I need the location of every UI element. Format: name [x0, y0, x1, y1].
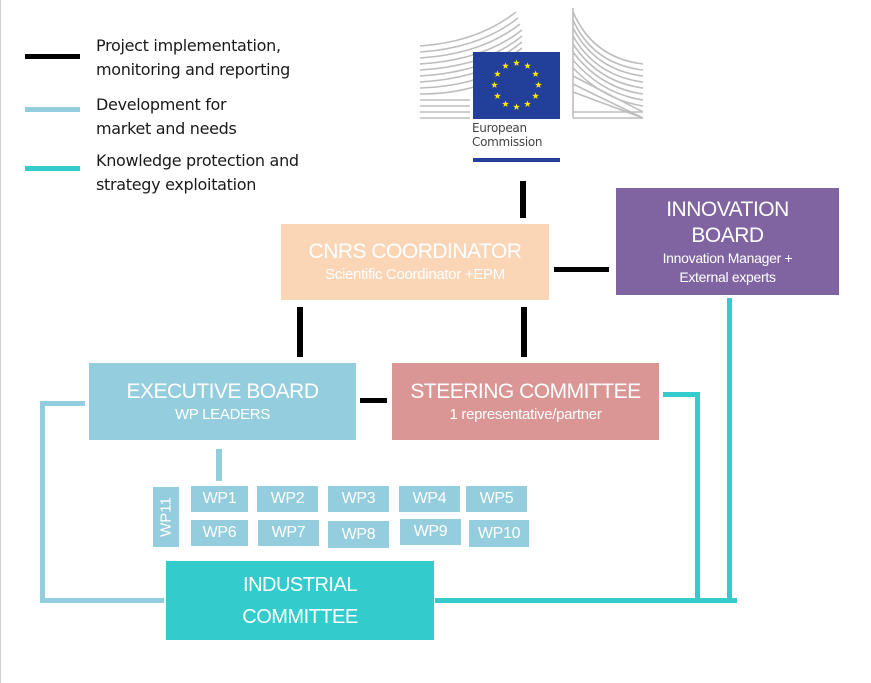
connector-executive-steering — [360, 398, 387, 403]
legend-swatch-development — [25, 107, 80, 112]
steering-committee-title: STEERING COMMITTEE — [410, 379, 641, 403]
work-package: WP5 — [466, 486, 527, 512]
legend-swatch-implementation — [25, 54, 80, 59]
legend-swatch-knowledge — [25, 166, 80, 171]
innovation-board-subtitle: Innovation Manager + — [662, 249, 793, 266]
european-commission-logo — [419, 8, 643, 162]
executive-board-title: EXECUTIVE BOARD — [126, 379, 319, 403]
steering-committee-subtitle: 1 representative/partner — [449, 405, 602, 423]
innovation-board-title: BOARD — [691, 223, 764, 247]
connector-steering-industrial-side — [695, 392, 700, 603]
ec-underline — [473, 158, 560, 162]
connector-steering-industrial-top — [663, 392, 700, 397]
connector-executive-industrial-top — [40, 401, 85, 406]
work-package: WP1 — [191, 486, 248, 512]
steering-committee-box: STEERING COMMITTEE 1 representative/part… — [392, 363, 659, 440]
innovation-board-title: INNOVATION — [666, 197, 789, 221]
industrial-committee-title: COMMITTEE — [242, 605, 358, 628]
cnrs-coordinator-box: CNRS COORDINATOR Scientific Coordinator … — [281, 224, 549, 300]
ec-wordmark-line1: European — [472, 121, 527, 135]
eu-star-icon — [494, 70, 501, 77]
work-package: WP2 — [257, 486, 318, 512]
page-edge-rule — [0, 0, 1, 683]
cnrs-coordinator-title: CNRS COORDINATOR — [308, 240, 522, 263]
work-package: WP9 — [400, 519, 461, 545]
eu-star-icon — [502, 100, 509, 107]
eu-star-icon — [532, 92, 539, 99]
connector-cnrs-innovation — [554, 267, 609, 272]
connector-ec-cnrs — [520, 181, 526, 218]
legend-label-line: Knowledge protection and — [96, 151, 299, 170]
legend-label-implementation: Project implementation, monitoring and r… — [96, 34, 290, 82]
industrial-committee-box: INDUSTRIAL COMMITTEE — [166, 561, 434, 640]
innovation-board-subtitle: External experts — [679, 268, 776, 285]
legend-label-development: Development for market and needs — [96, 93, 237, 141]
industrial-committee-title: INDUSTRIAL — [243, 573, 357, 596]
innovation-board-box: INNOVATION BOARD Innovation Manager + Ex… — [616, 188, 839, 295]
cnrs-coordinator-subtitle: Scientific Coordinator +EPM — [325, 266, 505, 283]
legend-label-line: monitoring and reporting — [96, 60, 291, 79]
eu-star-icon — [491, 81, 498, 88]
connector-innovation-industrial-side — [727, 298, 732, 603]
legend-label-line: market and needs — [96, 119, 237, 138]
legend-label-line: strategy exploitation — [96, 175, 257, 194]
work-package: WP4 — [399, 486, 460, 512]
legend-label-line: Project implementation, — [96, 36, 281, 55]
work-package: WP7 — [258, 520, 319, 546]
connector-executive-industrial-bottom — [40, 598, 164, 603]
legend-label-line: Development for — [96, 95, 227, 114]
ec-wordmark-line2: Commission — [472, 135, 543, 149]
work-package-label: WP11 — [157, 497, 175, 537]
executive-board-box: EXECUTIVE BOARD WP LEADERS — [89, 363, 356, 440]
connector-executive-industrial-side — [40, 401, 45, 603]
eu-star-icon — [524, 100, 531, 107]
eu-star-icon — [494, 92, 501, 99]
executive-board-subtitle: WP LEADERS — [174, 405, 271, 423]
work-package-wp11: WP11 — [153, 487, 179, 547]
legend-label-knowledge: Knowledge protection and strategy exploi… — [96, 149, 299, 197]
work-package: WP8 — [328, 521, 389, 548]
eu-star-icon — [535, 81, 542, 88]
connector-cnrs-steering — [521, 307, 527, 357]
eu-star-icon — [513, 59, 520, 66]
eu-stars-icon — [491, 59, 542, 110]
connector-cnrs-executive — [297, 307, 303, 357]
eu-star-icon — [524, 62, 531, 69]
connector-executive-wp — [216, 449, 222, 481]
eu-star-icon — [532, 70, 539, 77]
work-package: WP6 — [191, 520, 248, 546]
eu-star-icon — [513, 103, 520, 110]
work-package: WP10 — [469, 520, 529, 547]
eu-star-icon — [502, 62, 509, 69]
work-package: WP3 — [328, 486, 389, 512]
connector-industrial-bottom — [435, 598, 737, 603]
